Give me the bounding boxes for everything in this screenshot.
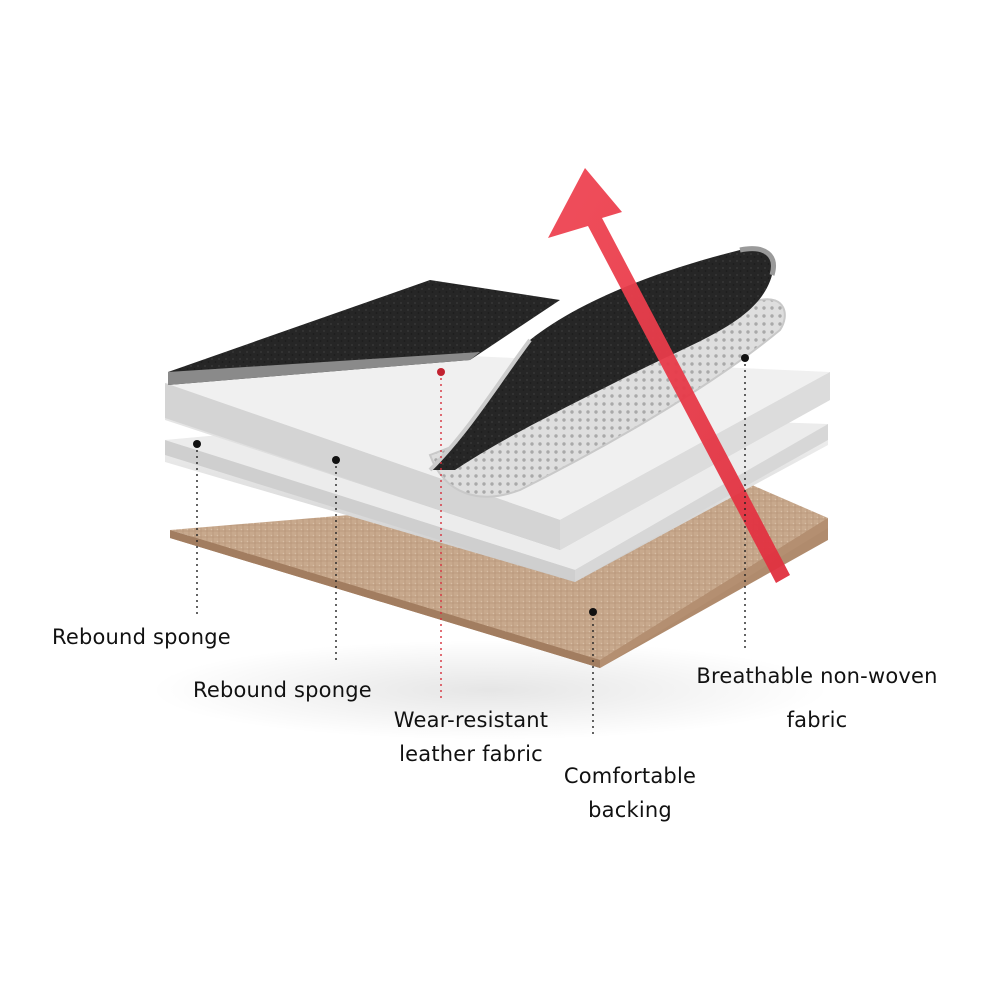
label-backing: Comfortable backing <box>545 759 715 827</box>
label-backing-line1: Comfortable <box>563 764 697 788</box>
label-outer-sponge-line1: Rebound sponge <box>52 625 231 649</box>
label-inner-sponge: Rebound sponge <box>193 673 372 707</box>
label-outer-sponge: Rebound sponge <box>52 620 231 654</box>
label-leather-line1: Wear-resistant <box>393 708 549 732</box>
dot-inner-sponge <box>332 456 340 464</box>
label-non-woven-line2: fabric <box>786 708 848 732</box>
label-non-woven: Breathable non-woven fabric <box>675 654 959 742</box>
airflow-arrow <box>548 168 790 583</box>
dot-leather <box>437 368 445 376</box>
ground-shadow <box>150 640 830 740</box>
dot-outer-sponge <box>193 440 201 448</box>
leader-lines <box>196 358 746 738</box>
label-backing-line2: backing <box>588 798 672 822</box>
leader-dots <box>193 354 749 616</box>
label-non-woven-line1: Breathable non-woven <box>696 664 938 688</box>
label-leather: Wear-resistant leather fabric <box>378 703 564 771</box>
label-leather-line2: leather fabric <box>399 742 543 766</box>
label-inner-sponge-line1: Rebound sponge <box>193 678 372 702</box>
dot-backing <box>589 608 597 616</box>
dot-non-woven <box>741 354 749 362</box>
leather-layer <box>168 246 776 472</box>
